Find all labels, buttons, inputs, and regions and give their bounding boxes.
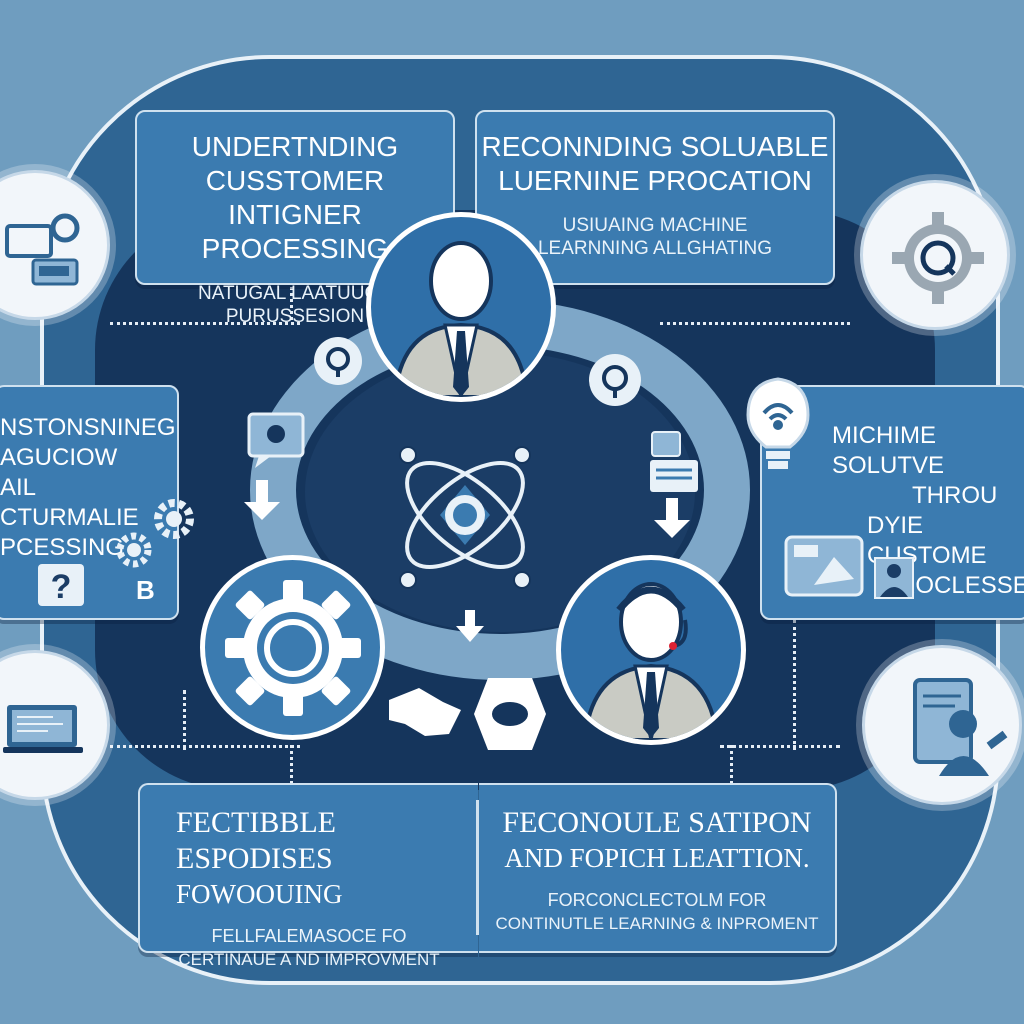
panel-recommending: RECONNDING SOLUABLE LUERNINE PROCATION U… xyxy=(475,110,835,285)
panel-divider xyxy=(476,800,479,935)
arrow-down-icon xyxy=(452,608,488,644)
chat-bubble-icon xyxy=(245,410,307,470)
search-bubble-icon xyxy=(585,352,645,412)
panel-processing-left: NSTONSNINEG AGUCIOW AIL CTURMALIE PCESSI… xyxy=(0,385,179,620)
panel-sub-line: CERTINAUE A ND IMPROVMENT xyxy=(178,950,440,969)
connector-left-bottom xyxy=(110,745,300,748)
panel-line: PCESSING xyxy=(0,534,125,561)
panel-line: THROU xyxy=(912,482,998,509)
panel-heading-line: INTIGNER PROCESSING xyxy=(201,199,389,264)
connector-right-bottom xyxy=(720,745,840,748)
arrow-down-icon xyxy=(240,478,284,522)
headset-agent-avatar-icon xyxy=(561,560,741,740)
tablet-user-icon xyxy=(905,676,1015,786)
gear-circle xyxy=(200,555,385,740)
panel-sub-line: FELLFALEMASOCE FO xyxy=(211,926,407,946)
customer-avatar-circle xyxy=(366,212,556,402)
atom-network-icon xyxy=(380,430,550,600)
svg-text:?: ? xyxy=(51,568,72,606)
panel-sub-line: NATUGAL LAATUUGE xyxy=(198,283,392,304)
small-gear-icon xyxy=(150,495,198,543)
computer-network-icon xyxy=(3,208,93,298)
tablet-user-badge xyxy=(862,645,1022,805)
panel-sub-line: LEARNNING ALLGHATING xyxy=(537,238,773,259)
panel-heading-line: RECONNDING SOLUABLE xyxy=(481,131,829,162)
connector-right-bottom-v xyxy=(793,620,796,750)
lightbulb-wifi-icon xyxy=(742,375,814,475)
panel-heading-line: FECONOULE SATIPON xyxy=(502,806,812,839)
panel-heading-line: AND FOPICH LEATTION. xyxy=(504,843,810,873)
panel-heading-line: FECTIBBLE ESPODISES xyxy=(176,806,337,875)
panel-line: AIL CTURMALIE xyxy=(0,474,139,531)
connector-bottom-right-v xyxy=(730,745,733,790)
panel-heading-line: FOWOOUING xyxy=(176,879,343,909)
connector-right-top xyxy=(660,322,850,325)
connector-left-top xyxy=(110,322,300,325)
connector-left-bottom-v xyxy=(183,690,186,750)
puzzle-icon xyxy=(468,672,552,756)
panel-feedback-responses: FECTIBBLE ESPODISES FOWOOUING FELLFALEMA… xyxy=(138,783,478,969)
panel-line: NSTONSNINEG xyxy=(0,414,176,441)
letter-b-label: B xyxy=(136,575,155,605)
panel-line: MICHIME SOLUTVE xyxy=(832,422,945,479)
small-gear-icon xyxy=(112,528,156,572)
agent-avatar-circle xyxy=(556,555,746,745)
gear-refresh-icon xyxy=(888,208,988,308)
panel-sub-line: PURUSSESION xyxy=(225,306,365,327)
panel-sub-line: FORCONCLECTOLM FOR xyxy=(547,890,767,910)
big-gear-icon xyxy=(219,574,367,722)
panel-line: AGUCIOW xyxy=(0,444,118,471)
laptop-badge xyxy=(0,650,110,800)
map-card-icon xyxy=(784,535,864,597)
panel-feedback-collection: FECONOULE SATIPON AND FOPICH LEATTION. F… xyxy=(479,783,837,953)
laptop-icon xyxy=(3,701,93,761)
question-icon: ? xyxy=(36,562,86,608)
panel-heading-line: UNDERTNDING CUSSTOMER xyxy=(191,131,399,196)
businessman-avatar-icon xyxy=(371,217,551,397)
handshake-icon xyxy=(385,680,465,744)
panel-sub-line: CONTINUTLE LEARNING & INPROMENT xyxy=(495,914,819,933)
computer-network-badge xyxy=(0,170,110,320)
panel-sub-line: USIUAING MACHINE xyxy=(562,215,748,236)
arrow-down-icon xyxy=(650,496,694,540)
gear-refresh-badge xyxy=(860,180,1010,330)
panel-heading-line: LUERNINE PROCATION xyxy=(498,165,812,196)
connector-bottom-left-v xyxy=(290,745,293,790)
user-card-icon xyxy=(874,557,914,599)
location-bubble-icon xyxy=(310,335,366,391)
connector-top-left-v xyxy=(290,280,293,320)
document-card-icon xyxy=(648,430,700,496)
